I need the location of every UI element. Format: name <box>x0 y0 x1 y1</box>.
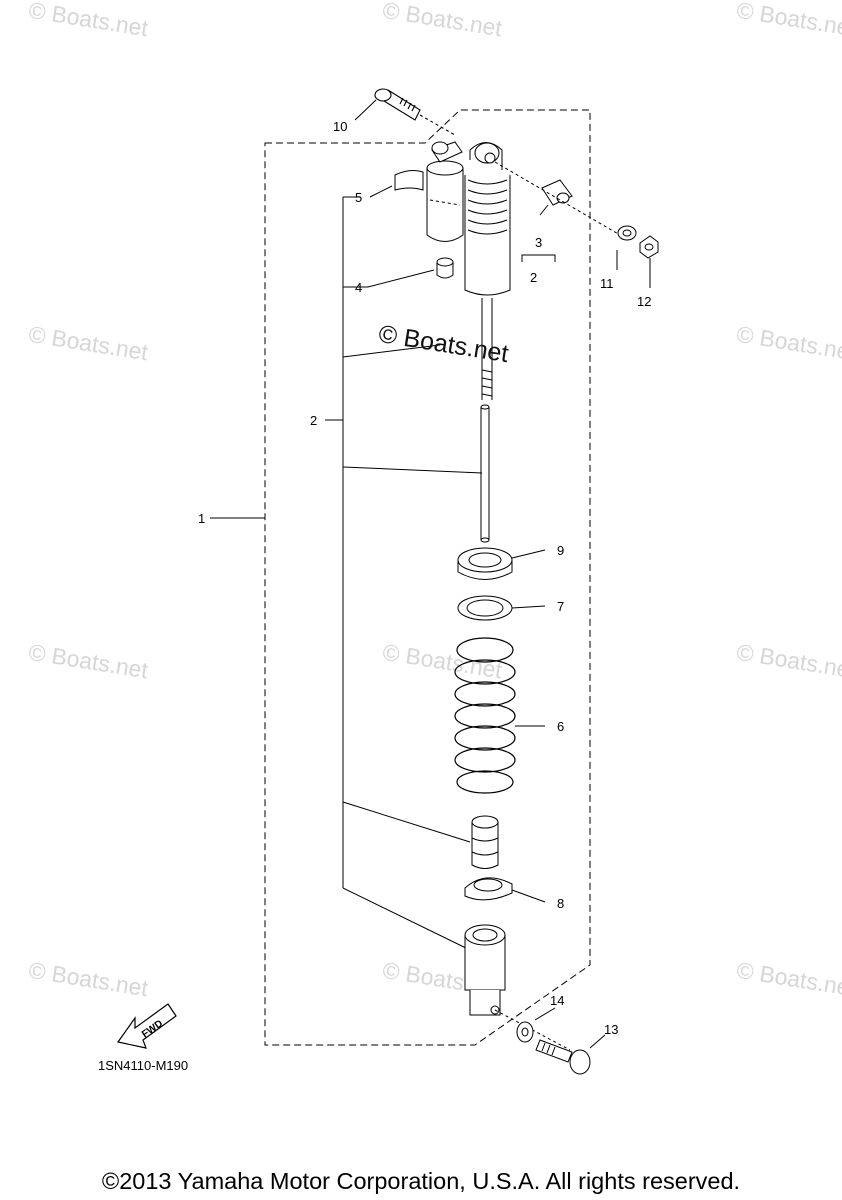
callout-8: 8 <box>557 896 564 911</box>
valve-cap-4 <box>436 257 454 279</box>
lock-nut-7 <box>457 595 513 621</box>
forward-arrow <box>116 1003 177 1049</box>
copyright-notice: ©2013 Yamaha Motor Corporation, U.S.A. A… <box>101 1168 741 1194</box>
callout-6: 6 <box>557 719 564 734</box>
bolt-10 <box>374 88 456 136</box>
callout-2: 2 <box>530 270 537 285</box>
callout-9: 9 <box>557 543 564 558</box>
callout-5: 5 <box>355 190 362 205</box>
callout-12: 12 <box>637 294 651 309</box>
nut-12 <box>639 235 659 259</box>
bolt-13 <box>535 1039 591 1075</box>
callout-13: 13 <box>604 1022 618 1037</box>
callout-10: 10 <box>333 119 347 134</box>
callout-2: 2 <box>310 413 317 428</box>
washer-14 <box>516 1021 534 1043</box>
washer-11 <box>617 225 637 241</box>
assembly-outline <box>264 109 591 1046</box>
callout-1: 1 <box>198 511 205 526</box>
reservoir <box>394 141 464 242</box>
damper-rod <box>480 404 490 543</box>
shock-body <box>464 142 511 400</box>
callout-14: 14 <box>550 993 564 1008</box>
callout-4: 4 <box>355 280 362 295</box>
lower-clevis <box>464 924 571 1051</box>
collar-3 <box>541 179 573 206</box>
callout-3: 3 <box>535 235 542 250</box>
callout-7: 7 <box>557 599 564 614</box>
diagram-code: 1SN4110-M190 <box>98 1058 189 1073</box>
spring-guide-8 <box>464 877 513 901</box>
bump-stopper <box>471 815 499 869</box>
callout-11: 11 <box>600 276 614 291</box>
spring-6 <box>454 637 516 794</box>
adjuster-nut-9 <box>457 547 513 580</box>
